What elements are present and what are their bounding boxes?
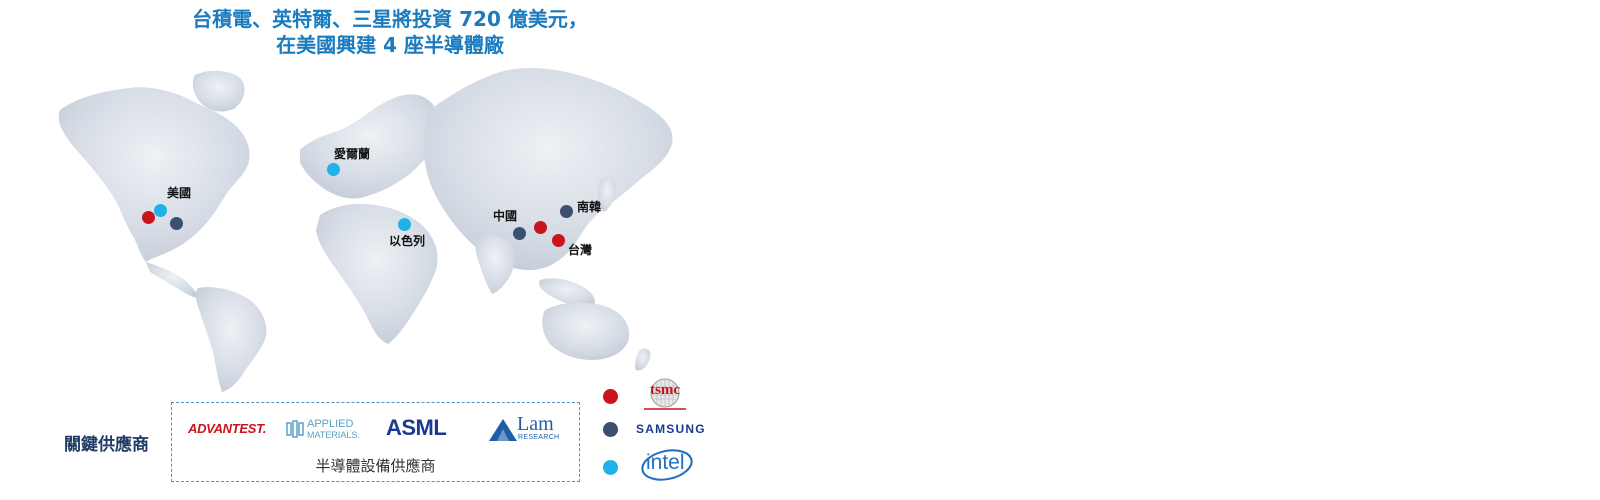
legend-samsung-dot xyxy=(603,422,618,437)
tsmc-text: tsmc xyxy=(650,382,680,398)
intel-dot-israel xyxy=(398,218,411,231)
africa-shape xyxy=(316,203,438,344)
central-america-shape xyxy=(146,262,200,298)
city-label-china: 中國 xyxy=(493,209,518,223)
samsung-logo: SAMSUNG xyxy=(636,422,706,436)
lam-subtext: RESEARCH xyxy=(518,434,560,441)
new-zealand-shape xyxy=(635,348,651,371)
tsmc-dot-usa xyxy=(142,211,155,224)
applied-materials-icon xyxy=(286,420,304,438)
legend-intel-dot xyxy=(603,460,618,475)
world-map xyxy=(58,68,673,392)
south-america-shape xyxy=(195,287,267,392)
city-label-taiwan: 台灣 xyxy=(568,243,593,257)
india-shape xyxy=(475,234,515,294)
title-line-2: 在美國興建 4 座半導體廠 xyxy=(276,33,504,57)
north-america-shape xyxy=(58,87,250,263)
southeast-asia-shape xyxy=(538,278,595,307)
intel-logo: intel xyxy=(640,446,696,482)
samsung-dot-china xyxy=(513,227,526,240)
asia-shape xyxy=(423,68,673,271)
australia-shape xyxy=(542,302,630,360)
advantest-logo: ADVANTEST. xyxy=(188,421,267,436)
intel-swoosh-icon xyxy=(641,449,693,481)
supplier-caption: 半導體設備供應商 xyxy=(315,457,436,475)
greenland-shape xyxy=(192,70,245,112)
applied-line-2: MATERIALS. xyxy=(307,430,360,440)
tsmc-dot-china xyxy=(534,221,547,234)
tsmc-wafer-icon xyxy=(644,378,686,410)
lam-research-logo: Lam RESEARCH xyxy=(489,413,569,445)
lam-mountain-icon xyxy=(489,419,517,441)
key-suppliers-label: 關鍵供應商 xyxy=(64,435,149,455)
legend-tsmc-dot xyxy=(603,389,618,404)
city-label-israel: 以色列 xyxy=(389,234,426,248)
intel-text: intel xyxy=(646,451,685,474)
lam-text: Lam xyxy=(517,413,554,435)
city-label-usa: 美國 xyxy=(167,186,192,200)
asml-logo: ASML xyxy=(386,415,447,440)
japan-shape xyxy=(597,176,617,212)
applied-materials-logo: APPLIED MATERIALS. xyxy=(285,417,365,443)
intel-dot-ireland xyxy=(327,163,340,176)
page-title: 台積電、英特爾、三星將投資 720 億美元， 在美國興建 4 座半導體廠 xyxy=(120,6,660,58)
applied-line-1: APPLIED xyxy=(307,418,354,430)
city-label-ireland: 愛爾蘭 xyxy=(334,147,371,161)
tsmc-dot-taiwan xyxy=(552,234,565,247)
europe-shape xyxy=(300,94,441,199)
samsung-dot-korea xyxy=(560,205,573,218)
supplier-box: ADVANTEST. APPLIED MATERIALS. ASML Lam R… xyxy=(171,402,580,482)
city-label-korea: 南韓 xyxy=(577,200,602,214)
title-line-1: 台積電、英特爾、三星將投資 720 億美元， xyxy=(192,7,588,31)
tsmc-logo: tsmc xyxy=(642,378,688,412)
intel-dot-usa xyxy=(154,204,167,217)
samsung-dot-usa xyxy=(170,217,183,230)
